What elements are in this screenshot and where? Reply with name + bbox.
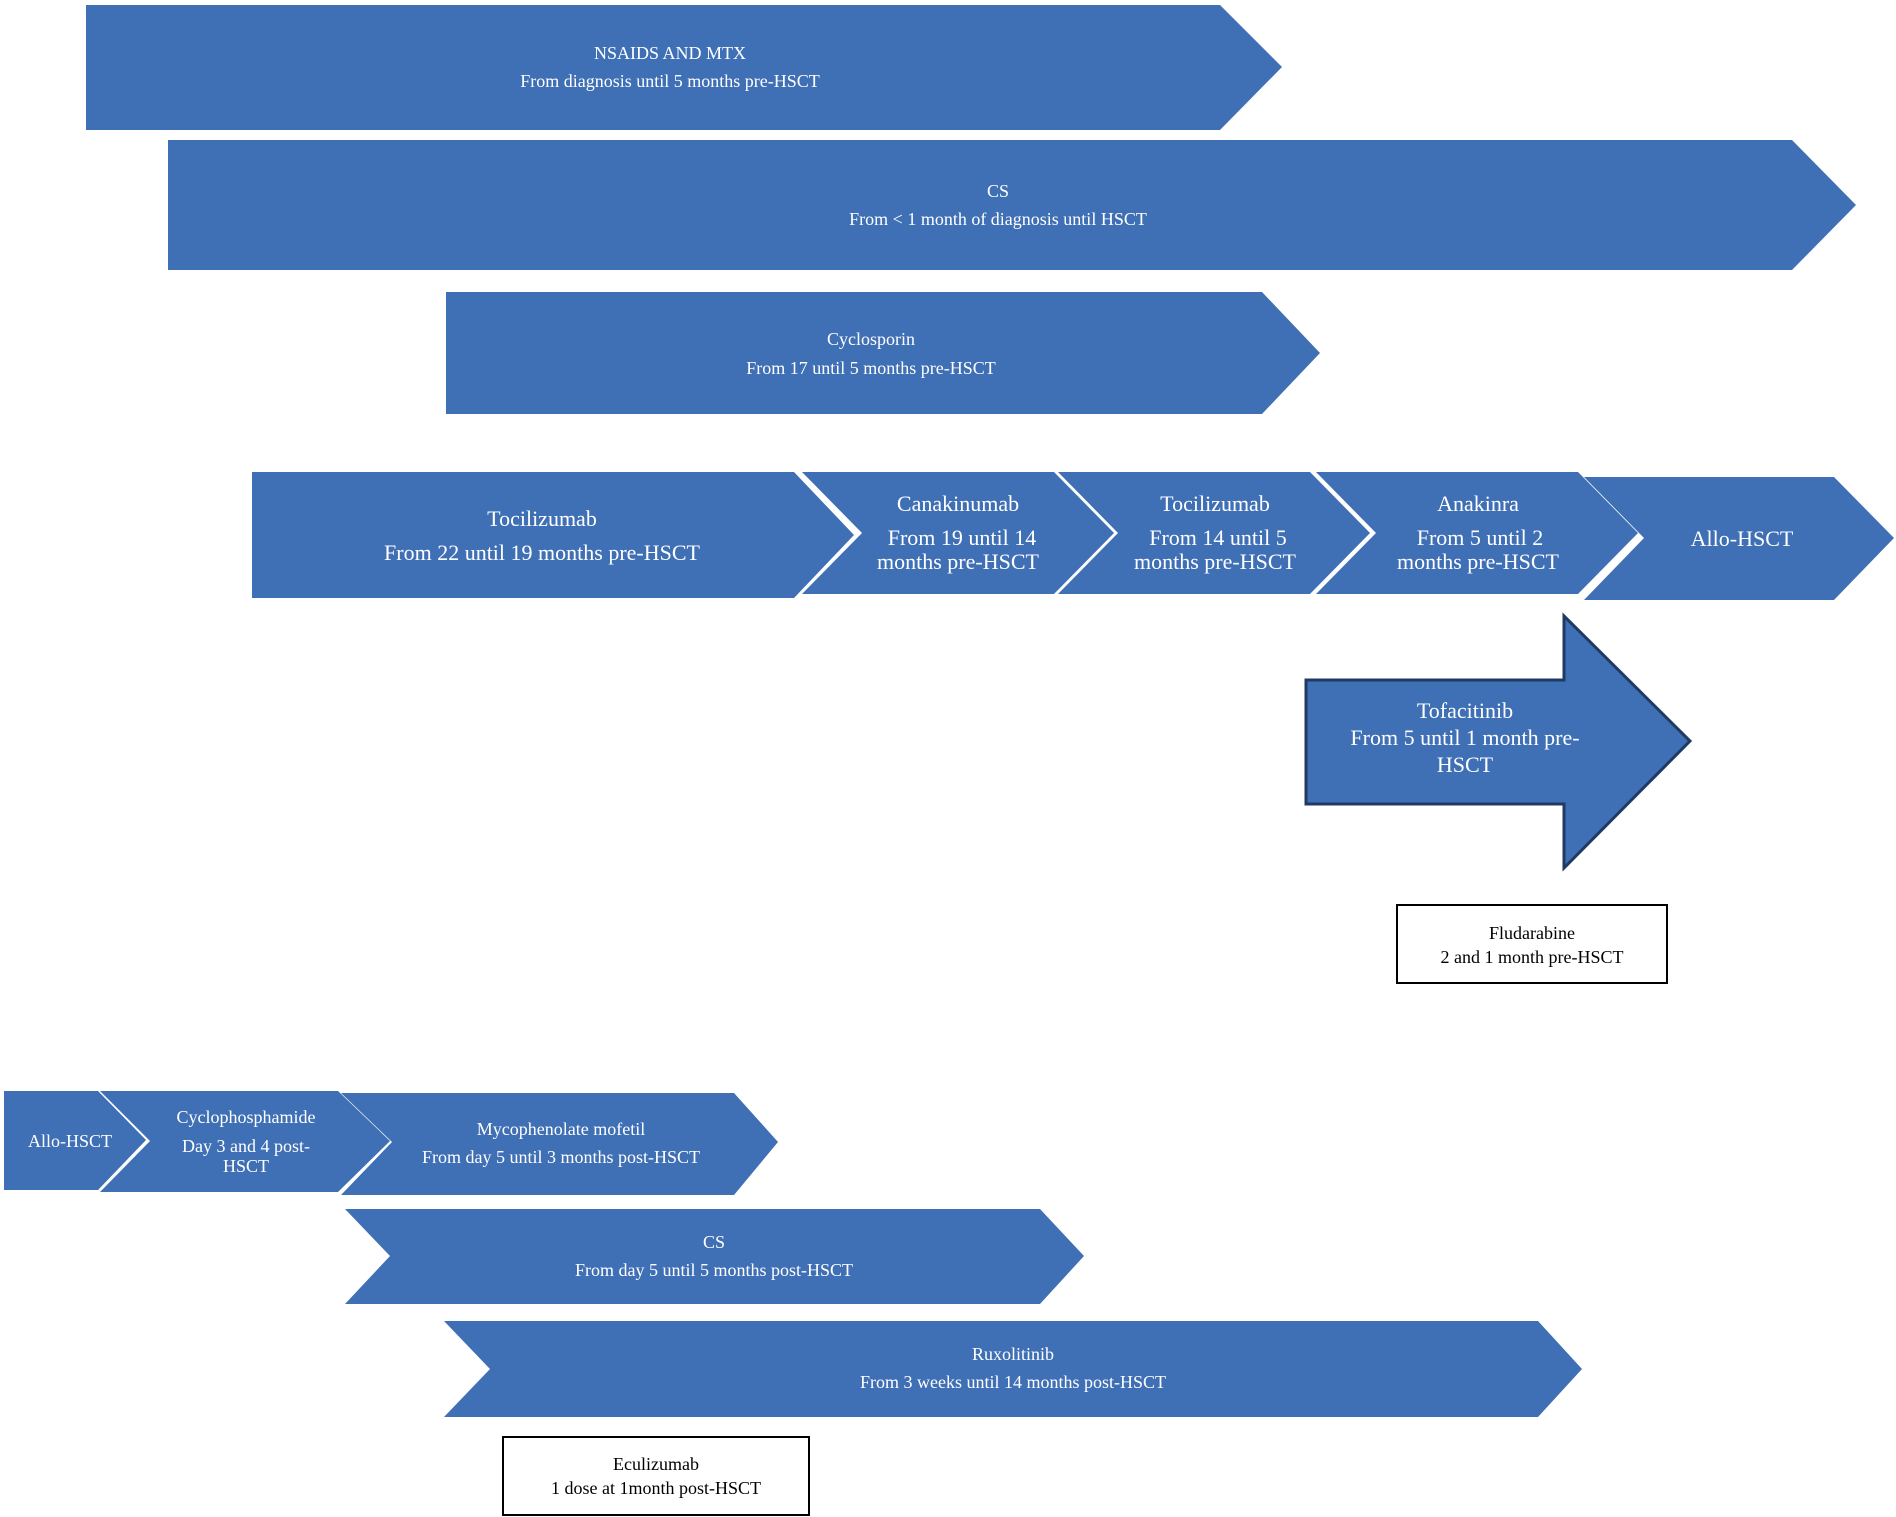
- chain-step-title: Tocilizumab: [1160, 491, 1270, 516]
- chain-step-anakinra: Anakinra From 5 until 2 months pre-HSCT: [1316, 472, 1638, 594]
- chain-step-detail: From 19 until 14: [888, 525, 1037, 550]
- chain-step-detail: From 14 until 5: [1149, 525, 1287, 550]
- ruxolitinib-arrow: Ruxolitinib From 3 weeks until 14 months…: [444, 1321, 1582, 1417]
- post-step-mycophenolate: Mycophenolate mofetil From day 5 until 3…: [341, 1093, 778, 1195]
- chain-step-detail: From 22 until 19 months pre-HSCT: [384, 540, 701, 565]
- chain-step-tocilizumab-2: Tocilizumab From 14 until 5 months pre-H…: [1058, 472, 1370, 594]
- post-step-detail: Day 3 and 4 post-: [182, 1136, 310, 1156]
- chain-step-detail: From 5 until 2: [1417, 525, 1544, 550]
- chain-step-detail: months pre-HSCT: [877, 549, 1040, 574]
- eculizumab-title: Eculizumab: [613, 1454, 699, 1474]
- ruxolitinib-title: Ruxolitinib: [972, 1344, 1054, 1364]
- post-step-cyclophosphamide: Cyclophosphamide Day 3 and 4 post- HSCT: [100, 1091, 390, 1192]
- chain-step-title: Allo-HSCT: [1691, 526, 1794, 551]
- cs-pre-arrow: CS From < 1 month of diagnosis until HSC…: [168, 140, 1856, 270]
- cs-pre-detail: From < 1 month of diagnosis until HSCT: [849, 209, 1147, 229]
- nsaids-mtx-arrow: NSAIDS AND MTX From diagnosis until 5 mo…: [86, 5, 1282, 130]
- tofacitinib-arrow: Tofacitinib From 5 until 1 month pre- HS…: [1304, 612, 1693, 872]
- cs-post-title: CS: [703, 1232, 725, 1252]
- cyclosporin-title: Cyclosporin: [827, 329, 915, 349]
- cyclosporin-detail: From 17 until 5 months pre-HSCT: [746, 358, 996, 378]
- cs-pre-title: CS: [987, 181, 1009, 201]
- eculizumab-detail: 1 dose at 1month post-HSCT: [551, 1478, 761, 1498]
- chain-step-title: Canakinumab: [897, 491, 1019, 516]
- nsaids-mtx-detail: From diagnosis until 5 months pre-HSCT: [520, 71, 820, 91]
- cyclosporin-arrow: Cyclosporin From 17 until 5 months pre-H…: [446, 292, 1320, 414]
- chain-step-canakinumab: Canakinumab From 19 until 14 months pre-…: [802, 472, 1114, 594]
- tofacitinib-detail: From 5 until 1 month pre-: [1350, 725, 1579, 750]
- cs-post-detail: From day 5 until 5 months post-HSCT: [575, 1260, 853, 1280]
- chain-step-title: Anakinra: [1437, 491, 1519, 516]
- tofacitinib-detail: HSCT: [1437, 752, 1494, 777]
- post-step-title: Allo-HSCT: [28, 1131, 112, 1151]
- chain-step-title: Tocilizumab: [487, 506, 597, 531]
- nsaids-mtx-title: NSAIDS AND MTX: [594, 43, 746, 63]
- post-step-title: Cyclophosphamide: [177, 1107, 316, 1127]
- fludarabine-detail: 2 and 1 month pre-HSCT: [1441, 947, 1624, 967]
- chain-step-detail: months pre-HSCT: [1134, 549, 1297, 574]
- post-step-detail: From day 5 until 3 months post-HSCT: [422, 1147, 700, 1167]
- eculizumab-box: Eculizumab 1 dose at 1month post-HSCT: [502, 1436, 810, 1516]
- post-hsct-chain: Allo-HSCT Cyclophosphamide Day 3 and 4 p…: [4, 1091, 778, 1195]
- pre-hsct-biologics-chain: Tocilizumab From 22 until 19 months pre-…: [252, 472, 1894, 600]
- fludarabine-title: Fludarabine: [1489, 923, 1575, 943]
- fludarabine-box: Fludarabine 2 and 1 month pre-HSCT: [1396, 904, 1668, 984]
- chain-step-allo-hsct: Allo-HSCT: [1584, 477, 1894, 600]
- tofacitinib-title: Tofacitinib: [1417, 698, 1513, 723]
- cs-post-arrow: CS From day 5 until 5 months post-HSCT: [345, 1209, 1084, 1304]
- post-step-title: Mycophenolate mofetil: [477, 1119, 645, 1139]
- post-step-allo-hsct: Allo-HSCT: [4, 1091, 146, 1190]
- chain-step-tocilizumab-1: Tocilizumab From 22 until 19 months pre-…: [252, 472, 854, 598]
- post-step-detail: HSCT: [223, 1156, 269, 1176]
- chain-step-detail: months pre-HSCT: [1397, 549, 1560, 574]
- ruxolitinib-detail: From 3 weeks until 14 months post-HSCT: [860, 1372, 1166, 1392]
